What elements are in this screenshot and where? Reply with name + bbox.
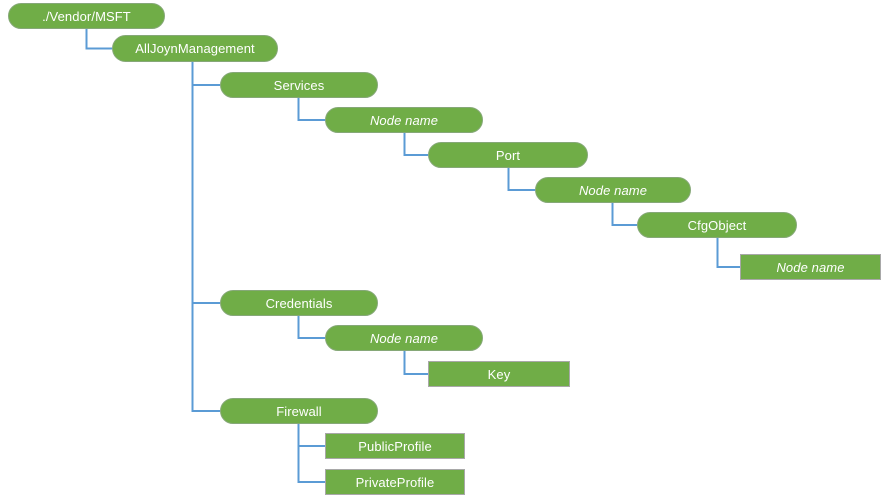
tree-connector xyxy=(85,29,112,50)
tree-node-credentials-node-name[interactable]: Node name xyxy=(325,325,483,351)
tree-node-label: Node name xyxy=(369,330,439,346)
tree-node-cfgobject-node-name[interactable]: Node name xyxy=(740,254,881,280)
tree-connector xyxy=(191,303,220,412)
tree-node-privateprofile[interactable]: PrivateProfile xyxy=(325,469,465,495)
tree-connector xyxy=(191,85,220,304)
tree-node-label: PublicProfile xyxy=(358,438,432,454)
tree-node-port-node-name[interactable]: Node name xyxy=(535,177,691,203)
tree-node-services[interactable]: Services xyxy=(220,72,378,98)
tree-node-label: AllJoynManagement xyxy=(135,41,255,56)
tree-node-label: Node name xyxy=(578,182,648,198)
tree-node-credentials[interactable]: Credentials xyxy=(220,290,378,316)
tree-connector xyxy=(297,316,325,339)
tree-node-label: PrivateProfile xyxy=(355,474,435,490)
tree-node-label: ./Vendor/MSFT xyxy=(42,8,131,24)
tree-node-cfgobject[interactable]: CfgObject xyxy=(637,212,797,238)
tree-node-label: Key xyxy=(487,366,511,382)
tree-node-alljoynmanagement[interactable]: AllJoynManagement xyxy=(112,35,278,62)
tree-connector xyxy=(297,424,325,447)
tree-node-firewall[interactable]: Firewall xyxy=(220,398,378,424)
tree-node-key[interactable]: Key xyxy=(428,361,570,387)
tree-node-publicprofile[interactable]: PublicProfile xyxy=(325,433,465,459)
tree-connector xyxy=(716,238,740,268)
tree-node-vendor-msft[interactable]: ./Vendor/MSFT xyxy=(8,3,165,29)
tree-node-label: Services xyxy=(273,77,325,93)
tree-node-label: CfgObject xyxy=(687,217,747,233)
tree-node-port[interactable]: Port xyxy=(428,142,588,168)
tree-connector xyxy=(403,351,428,375)
tree-connector xyxy=(297,446,325,483)
tree-connector xyxy=(403,133,428,156)
tree-node-services-node-name[interactable]: Node name xyxy=(325,107,483,133)
tree-connector xyxy=(507,168,535,191)
tree-connector xyxy=(191,62,220,86)
tree-node-label: Node name xyxy=(369,112,439,128)
tree-connector xyxy=(297,98,325,121)
tree-node-label: Firewall xyxy=(276,403,322,419)
tree-node-label: Credentials xyxy=(265,295,333,311)
tree-node-label: Node name xyxy=(776,259,845,275)
tree-node-label: Port xyxy=(495,147,521,163)
tree-connector xyxy=(611,203,637,226)
